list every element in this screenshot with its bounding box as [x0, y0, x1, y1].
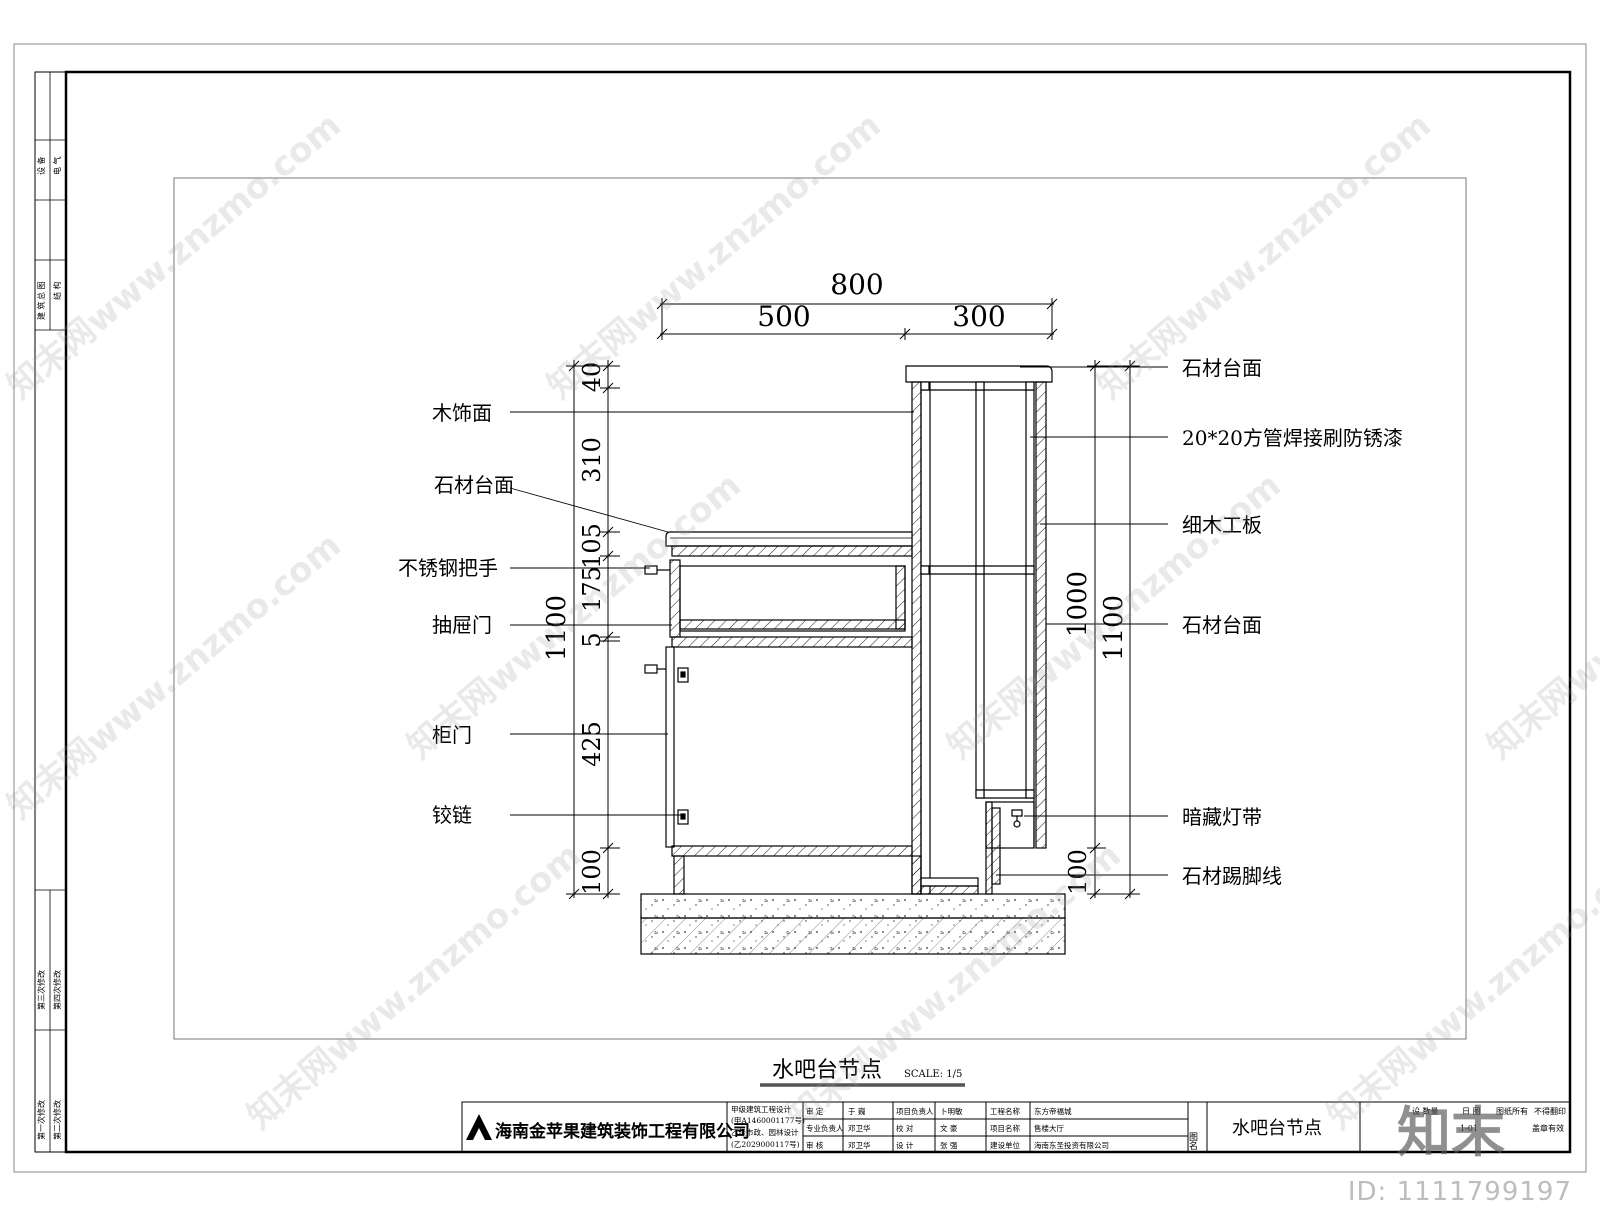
figure-name: 水吧台节点	[1232, 1118, 1322, 1139]
dim-right-overall: 1100	[1099, 595, 1129, 661]
sheet-border	[13, 43, 1587, 1173]
label-stone-top-front: 石材台面	[1182, 613, 1262, 637]
value-c-2: 售楼大厅	[1034, 1123, 1064, 1133]
top-dimensions	[656, 298, 1058, 340]
watermark-7: 知末网www.znzmo.com	[1480, 465, 1600, 767]
drawing-title: 水吧台节点	[772, 1058, 882, 1083]
qualification-4: (乙2029000117号)	[731, 1140, 800, 1149]
extra-4: 图纸所有	[1496, 1106, 1528, 1116]
side-cell-2: 电 气	[52, 156, 62, 175]
name-a-2: 邓卫华	[848, 1123, 871, 1133]
dim-left-105: 105	[578, 523, 606, 569]
drawing-frame	[64, 70, 1572, 1154]
qualification-3: 乙级市政、园林设计	[731, 1127, 799, 1137]
side-revision-1: 第一次修改	[36, 1100, 46, 1140]
right-leaders	[996, 366, 1168, 876]
dim-left-100: 100	[578, 849, 606, 895]
name-b-1: 卜明敏	[940, 1106, 963, 1116]
watermark-8: 知末网www.znzmo.com	[240, 835, 589, 1137]
extra-5: 不得翻印	[1534, 1106, 1566, 1116]
role-c-3: 建设单位	[990, 1140, 1020, 1150]
cabinet-door	[665, 646, 675, 848]
role-c-1: 工程名称	[990, 1106, 1020, 1116]
side-cell-3: 总 图	[36, 281, 46, 300]
name-b-3: 张 强	[940, 1141, 958, 1150]
dim-left-overall: 1100	[542, 595, 572, 661]
back-stone-top	[905, 365, 1053, 383]
side-revision-2: 第二次修改	[52, 1100, 62, 1140]
side-cell-1: 设 备	[36, 156, 46, 175]
dim-right-inner: 1000	[1063, 571, 1093, 637]
dim-left-5: 5	[578, 632, 606, 647]
extra-2: 日 图	[1462, 1107, 1481, 1116]
left-leaders	[509, 411, 914, 816]
label-steel-handle: 不锈钢把手	[398, 556, 498, 580]
watermark-2: 知末网www.znzmo.com	[540, 105, 889, 407]
extra-1: 设 数量	[1412, 1106, 1439, 1116]
role-a-3: 审 核	[806, 1140, 824, 1150]
side-revision-4: 第四次修改	[52, 970, 62, 1010]
hinge-bottom	[677, 809, 689, 825]
side-cell-5: 结 构	[52, 281, 62, 300]
dim-left-425: 425	[578, 721, 606, 767]
right-dimensions	[1087, 360, 1140, 900]
label-blockboard: 细木工板	[1182, 513, 1262, 537]
role-b-1: 项目负责人	[896, 1106, 934, 1116]
brand-watermark: 知末	[1397, 1101, 1505, 1164]
qualification-1: 甲级建筑工程设计	[731, 1104, 791, 1114]
image-id-watermark: ID: 1111799197	[1347, 1177, 1572, 1207]
dim-right-bottom: 100	[1064, 849, 1092, 895]
back-wood-panel	[911, 381, 922, 895]
watermark-3: 知末网www.znzmo.com	[1090, 105, 1439, 407]
front-board	[1035, 381, 1047, 849]
value-c-3: 海南东圣投资有限公司	[1034, 1140, 1109, 1150]
dim-top-right: 300	[952, 300, 1005, 333]
dim-top-total: 800	[830, 268, 883, 301]
left-dimensions	[566, 360, 620, 900]
dim-top-left: 500	[757, 300, 810, 333]
label-stone-top-low: 石材台面	[434, 473, 514, 497]
floor-screed	[640, 893, 1066, 919]
company-name: 海南金苹果建筑装饰工程有限公司	[495, 1121, 750, 1142]
dim-left-40: 40	[578, 362, 606, 393]
side-cell-4: 建 筑	[36, 301, 46, 320]
label-stone-skirting: 石材踢脚线	[1182, 864, 1282, 888]
label-cabinet-door: 柜门	[432, 723, 472, 747]
view-frame	[173, 177, 1467, 1040]
dim-left-175: 175	[578, 566, 606, 612]
role-b-2: 校 对	[896, 1123, 914, 1133]
company-logo-icon	[466, 1114, 492, 1140]
label-wood-veneer: 木饰面	[432, 401, 492, 425]
label-stone-top-high: 石材台面	[1182, 356, 1262, 380]
label-hinge: 铰链	[432, 803, 472, 827]
value-c-1: 东方帝福城	[1034, 1106, 1072, 1116]
figure-label: 图名	[1187, 1132, 1198, 1151]
plinth	[673, 855, 685, 895]
label-square-tube: 20*20方管焊接刷防锈漆	[1182, 426, 1403, 450]
label-drawer-door: 抽屉门	[432, 613, 492, 637]
dim-left-310: 310	[578, 437, 606, 483]
role-a-1: 审 定	[806, 1106, 824, 1116]
door-handle	[644, 664, 658, 674]
name-a-1: 于 巍	[848, 1107, 866, 1116]
name-a-3: 邓卫华	[848, 1140, 871, 1150]
qualification-2: (甲A1460001177号)	[731, 1116, 805, 1125]
drawing-scale: SCALE: 1/5	[904, 1069, 962, 1080]
light-fixture	[1011, 809, 1023, 822]
extra-6: 盖章有效	[1532, 1123, 1564, 1133]
hinge-top	[677, 667, 689, 683]
role-c-2: 项目名称	[990, 1123, 1020, 1133]
title-block	[461, 1101, 1571, 1153]
side-strip: 设 备 电 气 总 图 建 筑 结 构 第三次修改 第四次修改 第一次修改 第二…	[34, 71, 67, 1153]
side-revision-3: 第三次修改	[36, 970, 46, 1010]
extra-3: 1-01	[1460, 1124, 1478, 1133]
cabinet-section	[640, 365, 1066, 955]
label-hidden-light: 暗藏灯带	[1182, 805, 1262, 829]
role-a-2: 专业负责人	[806, 1123, 844, 1133]
name-b-2: 文 豪	[940, 1123, 958, 1133]
role-b-3: 设 计	[896, 1140, 914, 1150]
